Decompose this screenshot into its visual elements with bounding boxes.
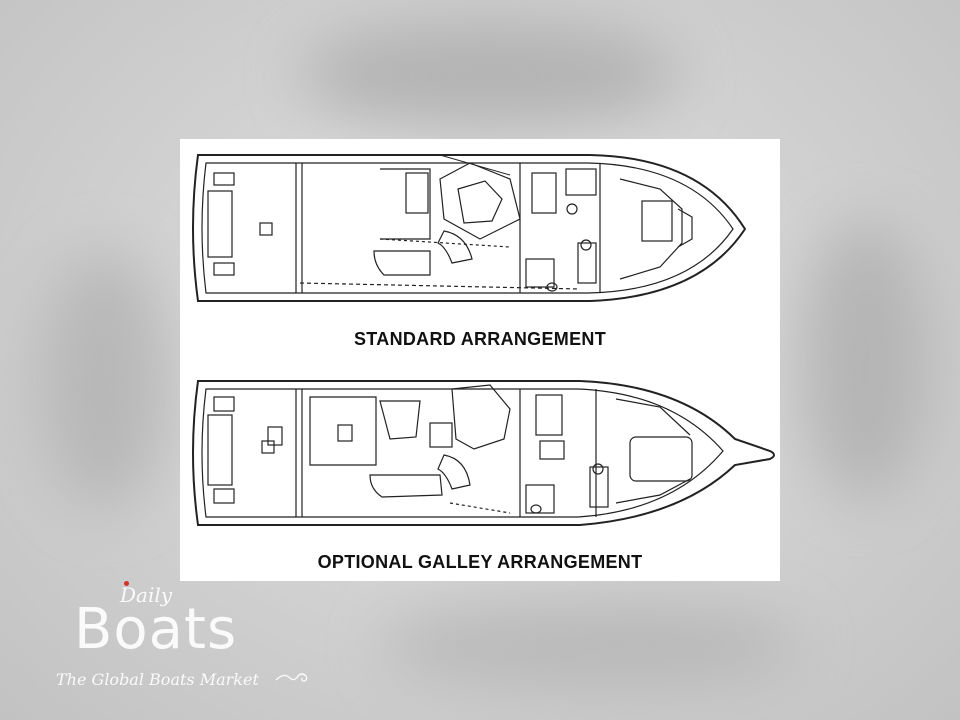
background-blur xyxy=(300,20,680,130)
optional-galley-arrangement-label: OPTIONAL GALLEY ARRANGEMENT xyxy=(317,552,643,572)
watermark-tagline: The Global Boats Market xyxy=(56,670,259,689)
background-blur xyxy=(40,250,170,510)
floor-plan-drawing xyxy=(192,154,775,526)
watermark-brand-text: Boats xyxy=(74,597,238,662)
background-blur xyxy=(380,600,800,690)
standard-arrangement-label: STANDARD ARRANGEMENT xyxy=(354,329,606,349)
watermark-daily-text: Daily xyxy=(120,583,173,607)
background-blur xyxy=(800,220,930,500)
dailyboats-watermark: Daily Boats The Global Boats Market xyxy=(56,580,342,700)
watermark-accent-dot xyxy=(124,581,129,586)
floor-plan-image: STANDARD ARRANGEMENT OPTIONAL GALLEY ARR… xyxy=(180,139,780,581)
optional-hull-plan xyxy=(192,380,775,526)
standard-hull-plan xyxy=(192,154,747,302)
swirl-flourish-icon xyxy=(275,673,308,682)
